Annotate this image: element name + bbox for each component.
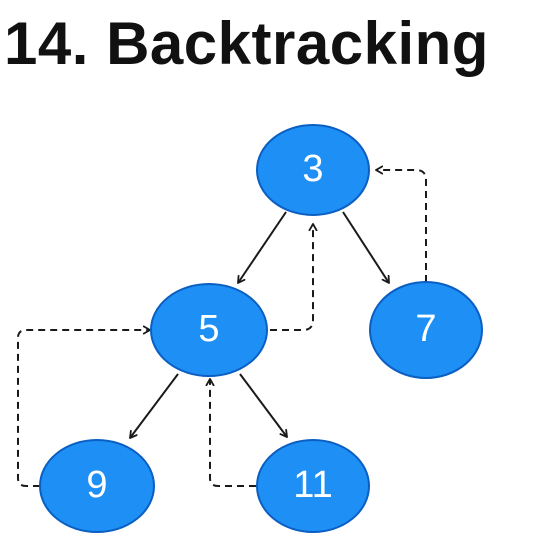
backtrack-7-to-3 [375,165,427,282]
backtrack-11-to-5 [205,378,256,487]
backtrack-9-to-5 [17,325,151,487]
node-7-circle [369,281,483,379]
backtrack-edges [17,165,427,487]
node-11: 11 [256,439,370,533]
node-5-label: 5 [198,308,219,350]
tree-edges [129,211,390,439]
edge-3-to-5 [237,211,287,284]
edge-3-to-7 [342,211,390,284]
node-7: 7 [369,281,483,379]
node-9-circle [39,439,155,533]
node-11-circle [256,439,370,533]
node-9: 9 [39,439,155,533]
page-title: 14. Backtracking [4,10,489,77]
backtrack-5-to-3 [270,223,318,331]
node-3: 3 [256,124,370,216]
edge-5-to-11 [239,373,288,438]
node-11-label: 11 [293,464,332,506]
node-9-label: 9 [86,464,107,506]
node-7-label: 7 [415,308,436,350]
node-5-circle [150,283,268,377]
node-3-circle [256,124,370,216]
node-5: 5 [150,283,268,377]
node-3-label: 3 [302,148,323,190]
edge-5-to-9 [129,373,179,439]
